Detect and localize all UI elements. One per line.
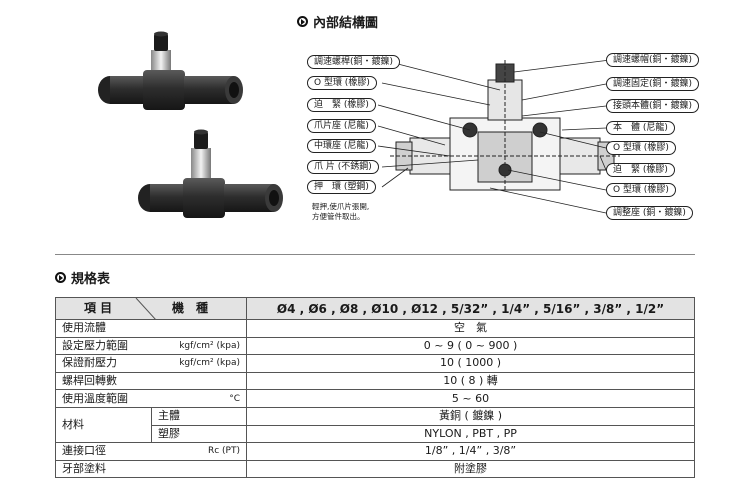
row-value: 附塗膠 xyxy=(246,459,695,479)
label-seal-right: 迫 緊 (橡膠) xyxy=(606,163,675,177)
label-press-ring: 押 環 (塑鋼) xyxy=(307,180,376,194)
release-note-line-1: 輕押,使爪片張開, xyxy=(312,202,370,211)
label-speed-fixing: 調速固定(銅・鍍鎳) xyxy=(606,77,700,91)
label-speed-nut: 調速螺帽(銅・鍍鎳) xyxy=(606,53,700,67)
section-divider xyxy=(55,254,695,255)
label-seal-left: 迫 緊 (橡膠) xyxy=(307,98,376,112)
cross-section-diagram xyxy=(377,59,620,214)
label-oring-right-1: O 型環 (橡膠) xyxy=(606,141,676,155)
row-value: 0 ~ 9 ( 0 ~ 900 ) xyxy=(246,336,695,356)
table-row-material-main: 材料 主體 黃銅 ( 鍍鎳 ) xyxy=(55,406,695,444)
label-adjust-seat: 調整座 (銅・鍍鎳) xyxy=(606,206,693,220)
header-diagonal-line xyxy=(135,298,157,320)
table-row-material-plastic: 塑膠 NYLON , PBT , PP xyxy=(56,424,695,444)
label-joint-body: 接頭本體(銅・鍍鎳) xyxy=(606,99,700,113)
row-value: 空 氣 xyxy=(246,319,695,338)
bullet-arrow-icon xyxy=(55,272,66,283)
table-row: 使用溫度範圍 °C 5 ~ 60 xyxy=(55,389,695,408)
label-oring-right-2: O 型環 (橡膠) xyxy=(606,183,676,197)
structure-title: 內部結構圖 xyxy=(297,12,378,31)
row-item: 設定壓力範圍 xyxy=(55,336,152,356)
label-body-nylon: 本 體 (尼龍) xyxy=(606,121,675,135)
fitting-photo-top xyxy=(98,31,243,110)
spec-title-text: 規格表 xyxy=(71,272,111,287)
label-claw: 爪 片 (不銹鋼) xyxy=(307,160,379,174)
row-unit xyxy=(151,319,247,338)
row-material-sub: 塑膠 xyxy=(151,424,247,444)
row-unit xyxy=(151,371,247,391)
header-model: 機 種 xyxy=(171,301,208,315)
table-header-row: 項 目 機 種 Ø4 , Ø6 , Ø8 , Ø10 , Ø12 , 5/32”… xyxy=(55,297,695,320)
row-unit: kgf/cm² (kpa) xyxy=(151,354,247,373)
table-row: 螺桿回轉數 10 ( 8 ) 轉 xyxy=(55,371,695,391)
row-item: 螺桿回轉數 xyxy=(55,371,152,391)
row-value: 10 ( 8 ) 轉 xyxy=(246,371,695,391)
row-item: 使用流體 xyxy=(55,319,152,338)
row-item: 使用溫度範圍 xyxy=(55,389,152,408)
row-value: NYLON , PBT , PP xyxy=(246,424,695,444)
table-row: 牙部塗料 附塗膠 xyxy=(55,459,695,479)
header-item-model-cell: 項 目 機 種 xyxy=(55,297,247,320)
header-sizes: Ø4 , Ø6 , Ø8 , Ø10 , Ø12 , 5/32” , 1/4” … xyxy=(246,297,695,320)
structure-title-text: 內部結構圖 xyxy=(313,16,379,31)
row-unit: °C xyxy=(151,389,247,408)
bullet-arrow-icon xyxy=(297,16,308,27)
header-item: 項 目 xyxy=(84,301,113,315)
table-row: 使用流體 空 氣 xyxy=(55,319,695,338)
table-row: 連接口徑 Rc (PT) 1/8” , 1/4” , 3/8” xyxy=(55,442,695,461)
row-unit: kgf/cm² (kpa) xyxy=(151,336,247,356)
row-item: 牙部塗料 xyxy=(55,459,152,479)
spec-table: 項 目 機 種 Ø4 , Ø6 , Ø8 , Ø10 , Ø12 , 5/32”… xyxy=(55,297,695,479)
row-material-sub: 主體 xyxy=(151,406,247,426)
row-item: 連接口徑 xyxy=(55,442,152,461)
release-note-line-2: 方便管件取出。 xyxy=(312,212,365,221)
row-value: 10 ( 1000 ) xyxy=(246,354,695,373)
fitting-photo-bottom xyxy=(138,129,283,218)
label-oring-left: O 型環 (橡膠) xyxy=(307,76,377,90)
row-value: 5 ~ 60 xyxy=(246,389,695,408)
row-value: 黃銅 ( 鍍鎳 ) xyxy=(246,406,695,426)
row-item: 保證耐壓力 xyxy=(55,354,152,373)
label-claw-seat: 爪片座 (尼龍) xyxy=(307,119,376,133)
row-unit xyxy=(151,459,247,479)
label-speed-screw: 調速螺桿(銅・鍍鎳) xyxy=(307,55,401,69)
table-row: 設定壓力範圍 kgf/cm² (kpa) 0 ~ 9 ( 0 ~ 900 ) xyxy=(55,336,695,356)
label-middle-ring-seat: 中環座 (尼龍) xyxy=(307,139,376,153)
row-value: 1/8” , 1/4” , 3/8” xyxy=(246,442,695,461)
row-item-material: 材料 xyxy=(55,406,152,444)
spec-title: 規格表 xyxy=(55,268,110,287)
table-row: 保證耐壓力 kgf/cm² (kpa) 10 ( 1000 ) xyxy=(55,354,695,373)
row-unit: Rc (PT) xyxy=(151,442,247,461)
product-photos xyxy=(98,31,283,218)
